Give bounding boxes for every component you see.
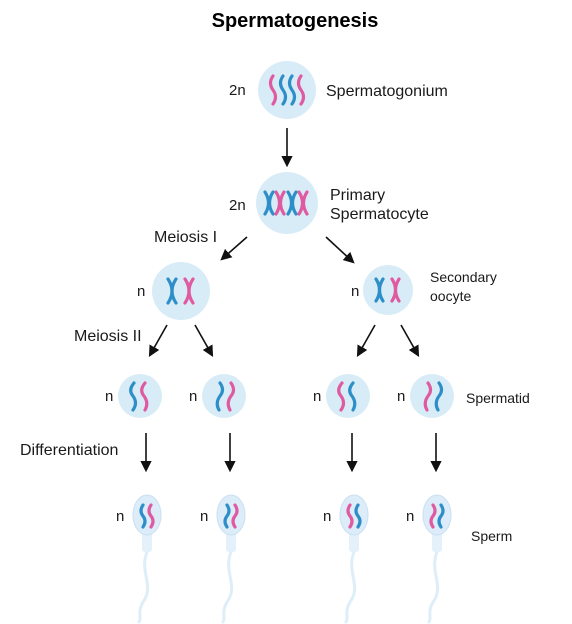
arrow-meiosis2-1 xyxy=(148,324,168,357)
spermatid-1-ploidy: n xyxy=(105,388,113,405)
diagram-title: Spermatogenesis xyxy=(212,10,379,32)
secondary-right-ploidy: n xyxy=(351,283,359,300)
spermatogonium-cell xyxy=(258,61,316,119)
spermatid-cell-4 xyxy=(410,374,454,418)
primary-spermatocyte-label-line1: Primary xyxy=(330,187,385,204)
secondary-left-ploidy: n xyxy=(137,283,145,300)
spermatid-4-ploidy: n xyxy=(397,388,405,405)
sperm-4 xyxy=(422,494,452,624)
primary-spermatocyte-cell xyxy=(256,172,318,234)
spermatid-3-ploidy: n xyxy=(313,388,321,405)
spermatid-label: Spermatid xyxy=(466,390,530,406)
sperm-4-ploidy: n xyxy=(406,508,414,525)
sperm-1-ploidy: n xyxy=(116,508,124,525)
arrow-meiosis1-left xyxy=(220,236,248,261)
differentiation-label: Differentiation xyxy=(20,442,118,459)
sperm-label: Sperm xyxy=(471,528,512,544)
meiosis-1-label: Meiosis I xyxy=(154,229,217,246)
arrow-meiosis1-right xyxy=(325,236,355,264)
spermatogonium-label: Spermatogonium xyxy=(326,83,448,100)
spermatid-cell-3 xyxy=(326,374,370,418)
secondary-cell-left xyxy=(152,262,210,320)
sperm-3 xyxy=(339,494,369,624)
arrow-meiosis2-2 xyxy=(194,324,214,357)
sperm-1 xyxy=(132,494,162,624)
spermatid-cell-2 xyxy=(202,374,246,418)
arrow-meiosis2-4 xyxy=(400,324,420,357)
secondary-label-line1: Secondary xyxy=(430,269,497,285)
sperm-2 xyxy=(216,494,246,624)
sperm-3-ploidy: n xyxy=(323,508,331,525)
spermatid-cell-1 xyxy=(118,374,162,418)
primary-spermatocyte-label-line2: Spermatocyte xyxy=(330,206,429,223)
arrow-meiosis2-3 xyxy=(356,324,376,357)
meiosis-2-label: Meiosis II xyxy=(74,328,142,345)
primary-spermatocyte-ploidy: 2n xyxy=(229,197,246,214)
spermatogonium-ploidy: 2n xyxy=(229,82,246,99)
secondary-cell-right xyxy=(363,265,413,315)
secondary-label-line2: oocyte xyxy=(430,288,471,304)
sperm-2-ploidy: n xyxy=(200,508,208,525)
spermatid-2-ploidy: n xyxy=(189,388,197,405)
